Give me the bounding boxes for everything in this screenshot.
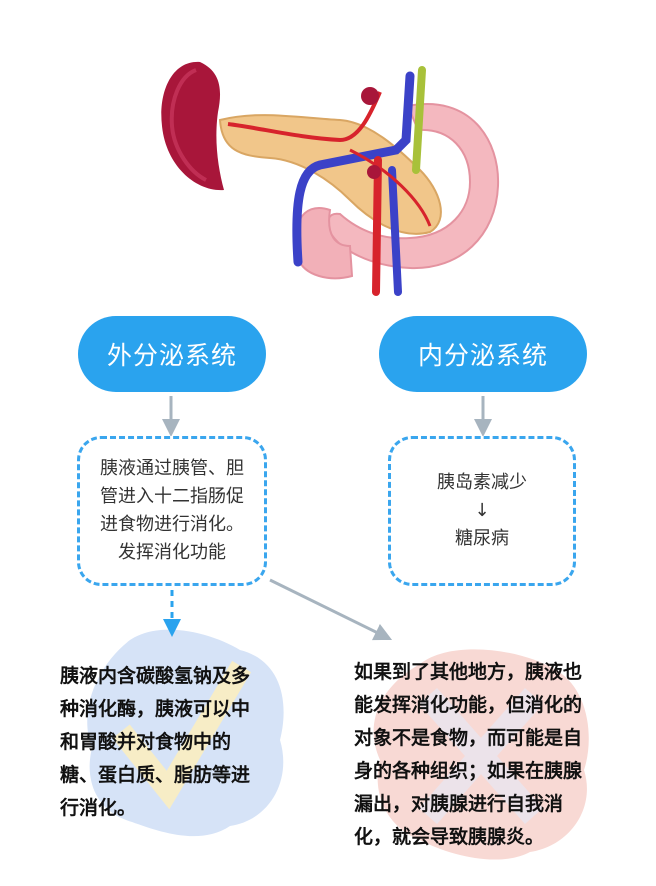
red-artery-branch-2 (349, 148, 432, 227)
green-bile-duct (412, 66, 426, 174)
exocrine-system-pill: 外分泌系统 (78, 316, 266, 392)
blue-vein-down (388, 166, 402, 296)
exocrine-note-line: 糖、蛋白质、脂肪等进 (60, 764, 251, 786)
warning-note-line: 能发挥消化功能，但消化的 (354, 694, 583, 716)
exocrine-note-line: 和胃酸并对食物中的 (60, 731, 232, 753)
pancreas-body (218, 114, 442, 235)
endocrine-desc-line: 胰岛素减少 (437, 472, 527, 493)
endocrine-system-pill: 内分泌系统 (379, 316, 587, 392)
endocrine-desc-line: 糖尿病 (455, 528, 509, 549)
warning-note-line: 漏出，对胰腺进行自我消 (354, 793, 564, 815)
red-artery-branch (227, 91, 382, 143)
exocrine-note-line: 种消化酶，胰液可以中 (60, 698, 251, 720)
warning-note-line: 化，就会导致胰腺炎。 (354, 826, 545, 848)
exocrine-description-box: 胰液通过胰管、胆 管进入十二指肠促 进食物进行消化。 发挥消化功能 (77, 436, 267, 586)
warning-note-line: 身的各种组织；如果在胰腺 (354, 760, 583, 782)
down-arrow-glyph: ↓ (474, 500, 490, 521)
exocrine-note-line: 行消化。 (60, 797, 137, 819)
red-artery (372, 156, 382, 296)
arrow-to-warning (269, 578, 393, 641)
exocrine-note: 胰液内含碳酸氢钠及多 种消化酶，胰液可以中 和胃酸并对食物中的 糖、蛋白质、脂肪… (60, 660, 275, 825)
warning-note-line: 对象不是食物，而可能是自 (354, 727, 583, 749)
pancreas-illustration (161, 61, 500, 296)
endocrine-description-box: 胰岛素减少 ↓ 糖尿病 (388, 436, 576, 586)
exocrine-desc-line: 发挥消化功能 (118, 542, 226, 563)
blue-vein (292, 71, 415, 267)
vessel-knot (361, 87, 379, 105)
warning-note-line: 如果到了其他地方，胰液也 (354, 661, 583, 683)
spleen-highlight (169, 68, 207, 182)
exocrine-desc-line: 胰液通过胰管、胆 (100, 458, 244, 479)
exocrine-note-line: 胰液内含碳酸氢钠及多 (60, 665, 251, 687)
pancreatitis-warning-note: 如果到了其他地方，胰液也 能发挥消化功能，但消化的 对象不是食物，而可能是自 身… (354, 656, 610, 854)
exocrine-desc-line: 管进入十二指肠促 (100, 486, 244, 507)
vessel-knot-2 (367, 165, 381, 179)
exocrine-desc-line: 进食物进行消化。 (100, 514, 244, 535)
